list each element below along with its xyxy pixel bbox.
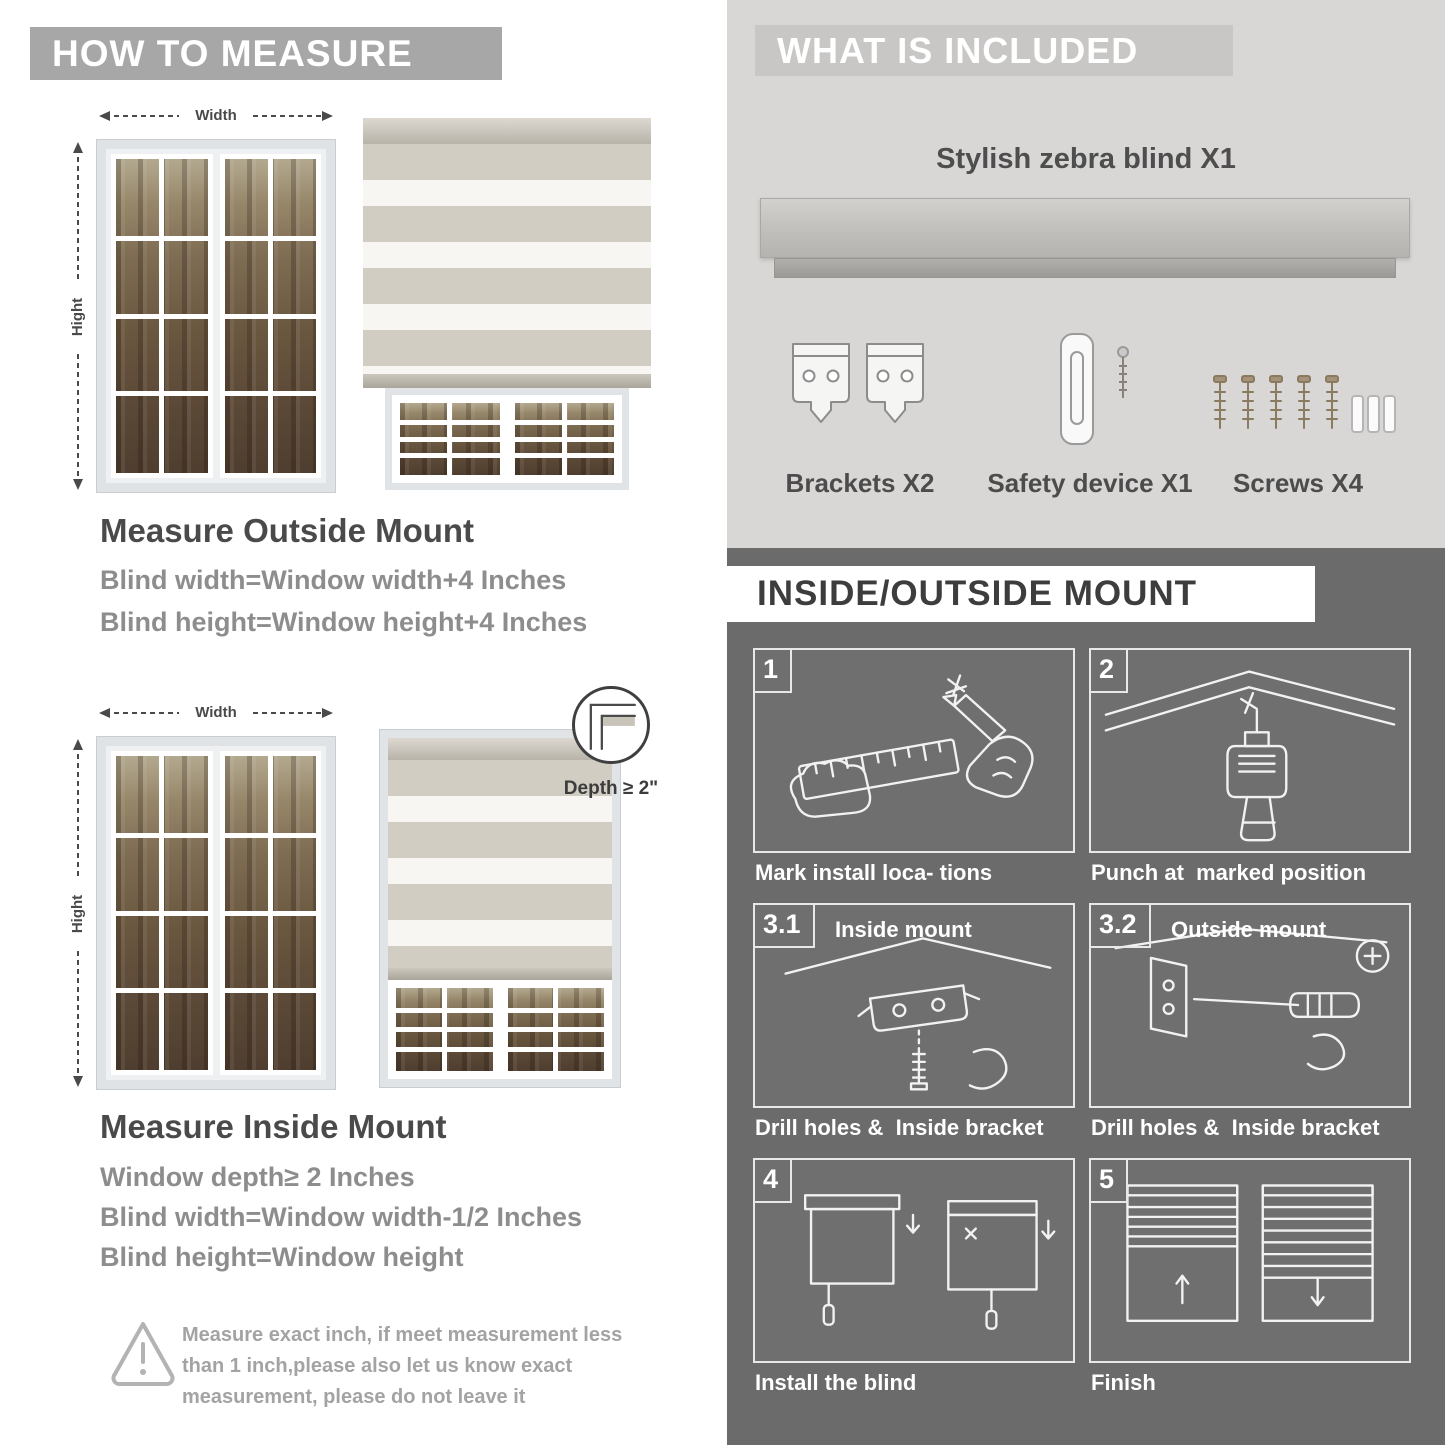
window-sash <box>219 751 321 1075</box>
width-label: Width <box>195 704 237 721</box>
blind-bottom-rail <box>363 374 651 388</box>
window-sash <box>111 751 213 1075</box>
window-sash <box>502 983 609 1076</box>
finish-illustration <box>1126 1184 1374 1322</box>
height-measure-arrow-outside: Hight <box>69 142 86 490</box>
window-illustration-inside <box>97 737 335 1089</box>
window-sash <box>111 154 213 478</box>
inside-mount-line1: Window depth≥ 2 Inches <box>100 1162 415 1192</box>
headrail-illustration <box>760 198 1410 258</box>
warning-triangle-icon <box>111 1322 175 1386</box>
blind-headrail <box>388 738 612 760</box>
inside-mount-line2: Blind width=Window width-1/2 Inches <box>100 1202 583 1232</box>
width-label: Width <box>195 107 237 124</box>
depth-zoom-circle-icon <box>572 686 650 764</box>
step-number: 3.2 <box>1091 905 1151 948</box>
window-below-blind <box>388 980 612 1079</box>
step-title: Outside mount <box>1171 917 1327 942</box>
step-panel-3-1: 3.1 Inside mount <box>753 903 1075 1108</box>
height-measure-arrow-inside: Hight <box>69 739 86 1087</box>
inside-outside-mount-header: INSIDE/OUTSIDE MOUNT <box>727 566 1315 622</box>
screws-illustration <box>1213 375 1396 433</box>
window-sash <box>509 398 619 480</box>
outside-mount-line2: Blind height=Window height+4 Inches <box>100 607 588 637</box>
width-measure-arrow-inside: Width <box>99 704 333 721</box>
inside-outside-mount-section <box>727 548 1445 1445</box>
window-sash <box>391 983 498 1076</box>
drill-illustration <box>1104 670 1396 842</box>
step-caption-3-2: Drill holes & Inside bracket <box>1091 1115 1380 1140</box>
what-is-included-header: WHAT IS INCLUDED <box>755 25 1233 76</box>
depth-label: Depth ≥ 2" <box>563 778 659 799</box>
step-panel-1: 1 <box>753 648 1075 853</box>
brackets-illustration <box>792 343 924 423</box>
included-blind-label: Stylish zebra blind X1 <box>936 143 1236 175</box>
window-sash <box>219 154 321 478</box>
width-measure-arrow-outside: Width <box>99 107 333 124</box>
headrail-valance-illustration <box>774 258 1396 278</box>
window-illustration-outside <box>97 140 335 492</box>
brackets-label: Brackets X2 <box>785 468 935 498</box>
window-below-blind <box>385 388 629 490</box>
step-number: 5 <box>1091 1160 1129 1203</box>
mark-location-illustration <box>789 674 1034 818</box>
step-panel-2: 2 <box>1089 648 1411 853</box>
step-caption-3-1: Drill holes & Inside bracket <box>755 1115 1044 1140</box>
step-panel-4: 4 <box>753 1158 1075 1363</box>
step-number: 3.1 <box>755 905 815 948</box>
measure-warning-text: Measure exact inch, if meet measurement … <box>182 1324 623 1408</box>
inside-mount-title: Measure Inside Mount <box>100 1108 447 1145</box>
blind-headrail <box>363 118 651 144</box>
height-label: Hight <box>69 895 86 933</box>
step-panel-5: 5 <box>1089 1158 1411 1363</box>
step-number: 1 <box>755 650 793 693</box>
blind-zebra-shade <box>388 760 612 968</box>
step-caption-1: Mark install loca- tions <box>755 860 993 885</box>
step-panel-3-2: 3.2 Outside mount <box>1089 903 1411 1108</box>
height-label: Hight <box>69 298 86 336</box>
install-blind-illustration <box>803 1194 1056 1330</box>
zebra-blind-outside-illustration <box>363 118 651 490</box>
zebra-blind-inside-illustration <box>380 730 620 1087</box>
step-title: Inside mount <box>835 917 972 942</box>
step-caption-2: Punch at marked position <box>1091 860 1367 885</box>
blind-zebra-shade <box>363 144 651 374</box>
safety-device-label: Safety device X1 <box>987 468 1193 498</box>
step-caption-5: Finish <box>1091 1370 1156 1395</box>
frame-corner-detail <box>589 703 636 750</box>
step-number: 4 <box>755 1160 793 1203</box>
inside-mount-line3: Blind height=Window height <box>100 1242 464 1272</box>
step-number: 2 <box>1091 650 1129 693</box>
how-to-measure-header: HOW TO MEASURE <box>30 27 502 80</box>
safety-device-illustration <box>1060 333 1129 445</box>
blind-bottom-rail <box>388 968 612 980</box>
screws-label: Screws X4 <box>1232 468 1364 498</box>
step-caption-4: Install the blind <box>755 1370 917 1395</box>
inside-bracket-illustration <box>784 937 1052 1091</box>
outside-bracket-illustration <box>1114 927 1390 1071</box>
outside-mount-title: Measure Outside Mount <box>100 512 475 549</box>
outside-mount-line1: Blind width=Window width+4 Inches <box>100 565 567 595</box>
window-sash <box>395 398 505 480</box>
